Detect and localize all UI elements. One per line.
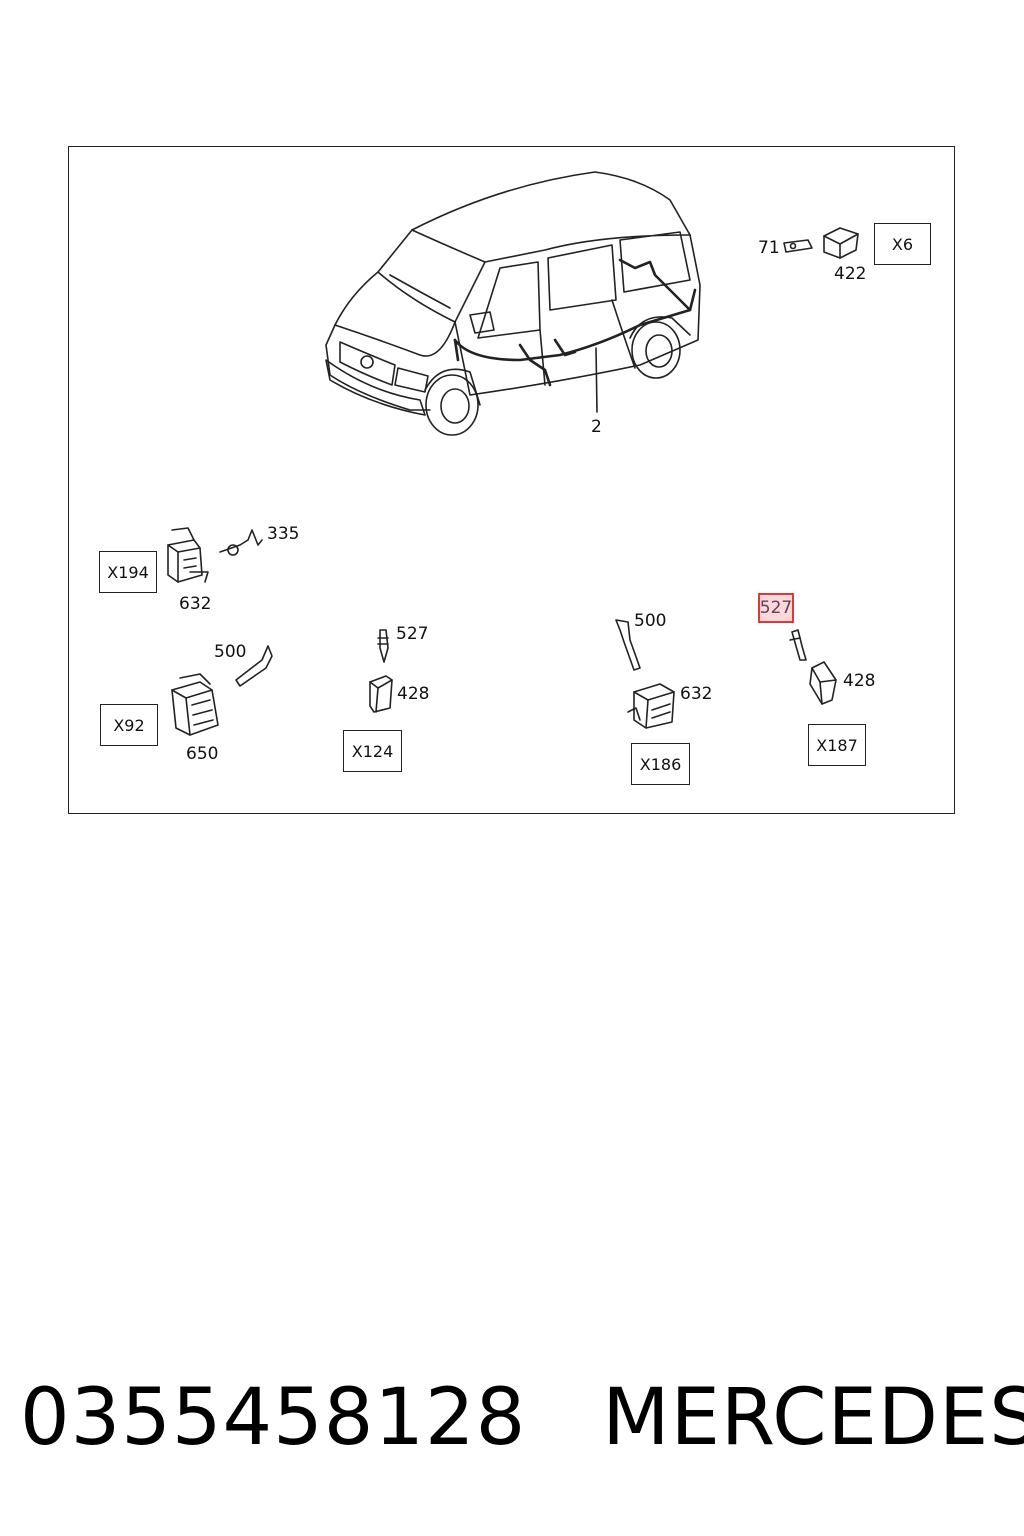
wiring-harness: [453, 258, 697, 387]
part-632b-housing: [627, 683, 675, 729]
callout-632-b[interactable]: 632: [680, 684, 713, 704]
callout-500-b[interactable]: 500: [634, 611, 667, 631]
footer-caption: 0355458128 MERCEDES: [20, 1368, 1024, 1468]
connector-x186[interactable]: X186: [631, 743, 690, 785]
callout-335[interactable]: 335: [267, 524, 300, 544]
part-number: 0355458128: [20, 1373, 527, 1463]
connector-x6[interactable]: X6: [874, 223, 931, 265]
connector-x194[interactable]: X194: [99, 551, 157, 593]
callout-500-a[interactable]: 500: [214, 642, 247, 662]
callout-428-a[interactable]: 428: [397, 684, 430, 704]
callout-2[interactable]: 2: [591, 417, 602, 437]
connector-x92[interactable]: X92: [100, 704, 158, 746]
callout-632-a[interactable]: 632: [179, 594, 212, 614]
part-71-terminal: [783, 239, 813, 253]
connector-x124[interactable]: X124: [343, 730, 402, 772]
brand-name: MERCEDES: [602, 1373, 1024, 1463]
diagram-frame: [68, 146, 955, 814]
callout-527-a[interactable]: 527: [396, 624, 429, 644]
callout-428-b[interactable]: 428: [843, 671, 876, 691]
callout-527-b-highlighted[interactable]: 527: [758, 593, 794, 623]
part-422-housing: [823, 227, 859, 259]
part-428a-housing: [369, 675, 393, 713]
part-650-housing: [171, 673, 219, 736]
part-632a-housing: [167, 527, 209, 583]
callout-422[interactable]: 422: [834, 264, 867, 284]
part-335-terminal: [219, 529, 263, 556]
part-527b-terminal: [789, 629, 807, 661]
part-500b-terminal: [615, 619, 641, 671]
callout-650[interactable]: 650: [186, 744, 219, 764]
callout-71[interactable]: 71: [758, 238, 780, 258]
van-illustration: [325, 171, 701, 436]
part-527a-terminal: [377, 629, 389, 663]
part-428b-housing: [809, 661, 837, 705]
part-500a-terminal: [235, 645, 273, 687]
connector-x187[interactable]: X187: [808, 724, 866, 766]
